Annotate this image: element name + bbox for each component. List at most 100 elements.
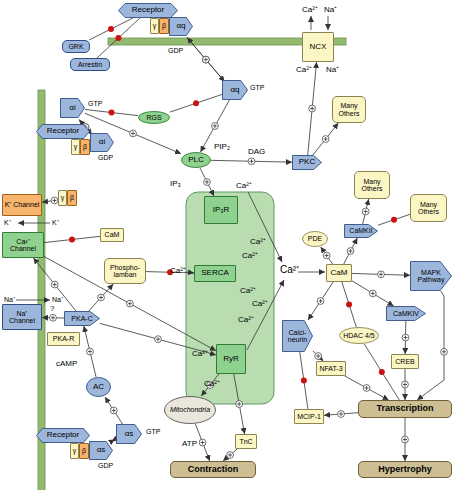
pathway-label: Ca²⁺ [238, 316, 254, 324]
pathway-label: Ca²⁺ [236, 182, 252, 190]
connector [344, 238, 358, 264]
connector [352, 281, 394, 306]
outcome-box: Transcription [358, 400, 452, 418]
connector [105, 397, 123, 424]
activation-mark [347, 248, 354, 255]
polygon-outline [61, 99, 85, 118]
inhibition-mark [108, 26, 114, 32]
connector [300, 352, 308, 409]
connector [324, 413, 358, 416]
plus-sign [250, 159, 254, 163]
connector [187, 38, 224, 82]
enzyme-ellipse: PLC [181, 152, 211, 168]
polygon-outline [90, 442, 113, 460]
node-text: NCX [310, 43, 327, 51]
node-text: αq [230, 86, 239, 94]
inhibition-dot [108, 26, 114, 32]
node-text: MAPK Pathway [410, 269, 452, 284]
enzyme-ellipse: RGS [138, 111, 170, 124]
node-text: Phospho- lamban [105, 264, 145, 279]
protein-box: NCX [302, 32, 334, 62]
activation-mark [236, 401, 243, 408]
plus-sign [99, 296, 103, 300]
protein-box: β [67, 190, 77, 206]
ion-flow-arrow [311, 16, 312, 30]
plus-circle [236, 401, 243, 408]
connector [89, 18, 133, 40]
protein-tag: αs [89, 441, 113, 460]
protein-tag: Calci- neurin [282, 320, 313, 352]
node-text: RyR [223, 355, 239, 363]
plus-circle [98, 294, 105, 301]
protein-box: Ca²⁺ Channel [2, 232, 44, 258]
activation-mark [87, 348, 94, 355]
inhibition-dot [379, 369, 385, 375]
connector [345, 376, 389, 400]
protein-box: MCIP-1 [294, 409, 324, 424]
node-text: PLC [188, 156, 204, 164]
ellipse-outline [139, 112, 170, 124]
protein-box: CaM [100, 228, 124, 242]
pathway-label: Na⁺ [324, 6, 337, 14]
protein-tag: PKC [292, 155, 322, 170]
plus-circle [369, 290, 376, 297]
connector [417, 291, 444, 400]
connector [200, 168, 214, 196]
inhibition-mark [109, 110, 115, 116]
plus-sign [404, 336, 408, 340]
node-text: K⁺ Channel [5, 201, 40, 208]
plus-circle [199, 439, 206, 446]
inhibition-mark [391, 217, 397, 223]
connector [112, 440, 115, 442]
protein-box: PKA-R [47, 332, 80, 346]
activation-mark [155, 336, 162, 343]
activation-mark [369, 290, 376, 297]
node-text: Calci- neurin [282, 329, 313, 344]
plus-sign [364, 210, 368, 214]
activation-mark [130, 130, 137, 137]
connector [342, 282, 356, 327]
plus-circle [51, 281, 58, 288]
protein-tag: αq [222, 80, 248, 100]
plus-sign [213, 124, 217, 128]
plus-circle [309, 105, 316, 112]
node-text: MCIP-1 [297, 413, 321, 420]
protein-box: IP₃R [204, 196, 238, 224]
connector [170, 94, 222, 112]
pathway-label: K⁺ [52, 219, 59, 226]
protein-box: Na⁺ Channel [2, 304, 42, 330]
activation-mark [402, 381, 409, 388]
protein-box: β [80, 139, 90, 155]
receptor-hexagon: Receptor [36, 124, 90, 139]
node-text: γ [74, 143, 78, 150]
rounded-box: Many Others [332, 96, 366, 123]
inhibition-dot [193, 100, 199, 106]
pathway-label: DAG [248, 148, 265, 156]
plus-circle [441, 348, 448, 355]
node-text: GRK [68, 43, 83, 50]
node-text: Many Others [411, 201, 446, 216]
plus-circle [363, 385, 370, 392]
node-text: γ [61, 194, 65, 201]
node-text: αq [176, 22, 185, 30]
calcium-flow-arrow [298, 272, 325, 273]
node-text: PKC [299, 158, 315, 166]
plus-sign [442, 350, 446, 354]
outcome-box: Hypertrophy [358, 461, 452, 478]
pathway-label: Ca²⁺ [280, 265, 299, 275]
node-text: Mitochondria [170, 406, 210, 413]
activation-mark [315, 353, 322, 360]
protein-tag: CaMKII [344, 224, 378, 238]
polygon-outline [283, 321, 313, 352]
connector [84, 326, 96, 377]
activation-mark [204, 179, 211, 186]
activation-mark [98, 294, 105, 301]
plus-circle [51, 197, 58, 204]
polygon-outline [411, 262, 452, 291]
plus-circle [402, 381, 409, 388]
connector [97, 18, 140, 58]
polygon-outline [387, 307, 426, 321]
pathway-label: Ca²⁺ [192, 350, 208, 358]
inhibition-mark [193, 100, 199, 106]
plus-circle [204, 179, 211, 186]
